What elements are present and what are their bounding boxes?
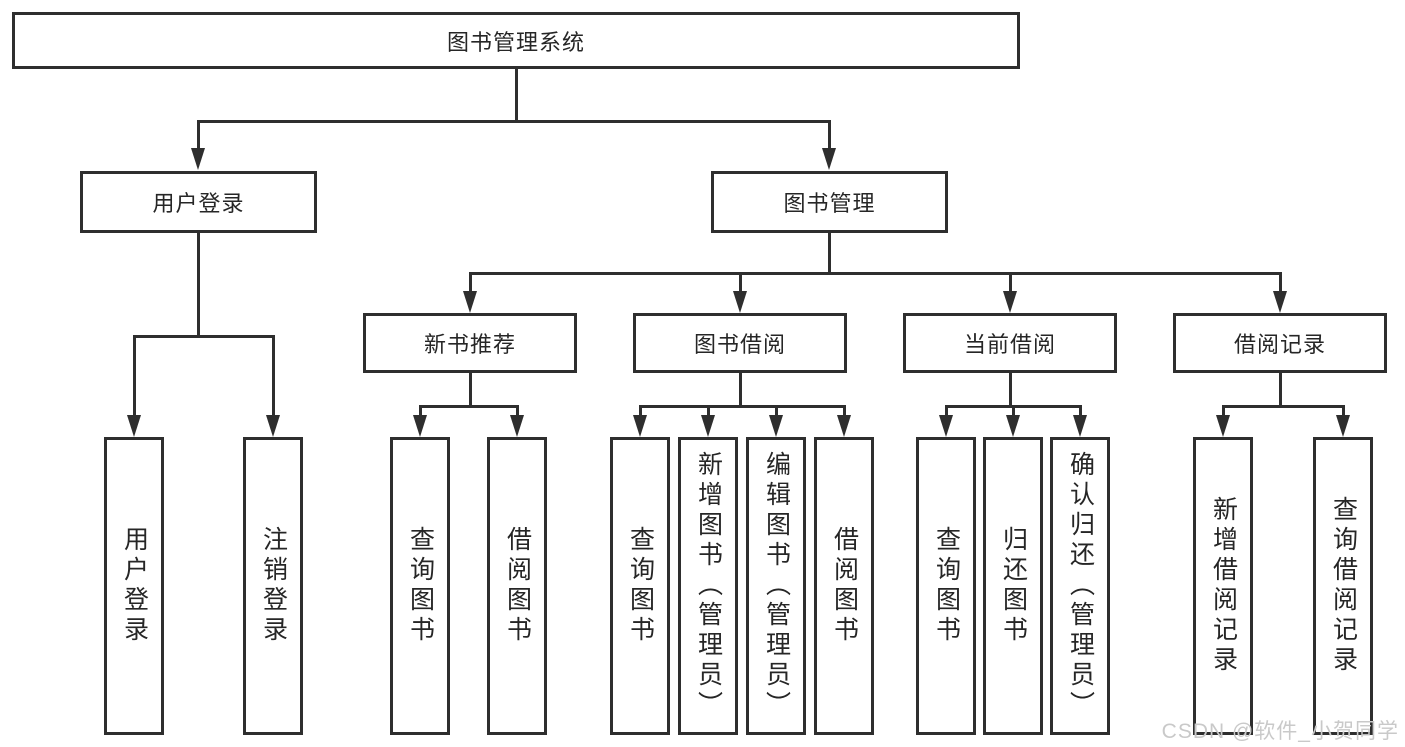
connector-line: [828, 120, 831, 150]
connector-line: [1012, 405, 1015, 417]
connector-line: [516, 405, 519, 417]
arrowhead-down: [1273, 291, 1287, 313]
node-user-login-label: 用户登录: [152, 191, 245, 216]
node-root-label: 图书管理系统: [446, 29, 585, 55]
node-borrow-records: 借阅记录: [1173, 313, 1387, 373]
connector-line: [133, 335, 136, 417]
leaf-query-books-current: 查询图书: [916, 437, 976, 735]
connector-line: [1222, 405, 1225, 417]
connector-line: [1222, 405, 1345, 408]
node-borrow-records-label: 借阅记录: [1233, 332, 1326, 357]
connector-line: [515, 68, 518, 120]
connector-line: [1279, 373, 1282, 405]
leaf-confirm-return-admin: 确认归还（管理员）: [1050, 437, 1110, 735]
arrowhead-down: [822, 148, 836, 170]
connector-line: [775, 405, 778, 417]
connector-line: [1009, 272, 1012, 293]
leaf-logout: 注销登录: [243, 437, 303, 735]
arrowhead-down: [1006, 415, 1020, 437]
connector-line: [1079, 405, 1082, 417]
connector-line: [419, 405, 519, 408]
connector-line: [133, 335, 275, 338]
leaf-borrow-books: 借阅图书: [814, 437, 874, 735]
connector-line: [739, 373, 742, 405]
node-new-book-recommend: 新书推荐: [363, 313, 577, 373]
node-book-management: 图书管理: [711, 171, 948, 233]
connector-line: [639, 405, 846, 408]
connector-line: [739, 272, 742, 293]
arrowhead-down: [1216, 415, 1230, 437]
connector-line: [707, 405, 710, 417]
arrowhead-down: [1003, 291, 1017, 313]
leaf-query-borrow-record: 查询借阅记录: [1313, 437, 1373, 735]
node-root: 图书管理系统: [12, 12, 1020, 69]
arrowhead-down: [939, 415, 953, 437]
arrowhead-down: [266, 415, 280, 437]
connector-line: [1342, 405, 1345, 417]
connector-line: [828, 233, 831, 272]
leaf-query-books-recommend: 查询图书: [390, 437, 450, 735]
arrowhead-down: [769, 415, 783, 437]
arrowhead-down: [413, 415, 427, 437]
node-current-borrow-label: 当前借阅: [963, 332, 1056, 357]
node-book-borrow-label: 图书借阅: [693, 332, 786, 357]
leaf-return-book: 归还图书: [983, 437, 1043, 735]
leaf-user-login: 用户登录: [104, 437, 164, 735]
arrowhead-down: [633, 415, 647, 437]
arrowhead-down: [701, 415, 715, 437]
node-user-login: 用户登录: [80, 171, 317, 233]
arrowhead-down: [191, 148, 205, 170]
leaf-add-book-admin: 新增图书（管理员）: [678, 437, 738, 735]
connector-line: [1009, 373, 1012, 405]
leaf-query-books-borrow: 查询图书: [610, 437, 670, 735]
connector-line: [1279, 272, 1282, 293]
leaf-borrow-books-recommend: 借阅图书: [487, 437, 547, 735]
arrowhead-down: [510, 415, 524, 437]
connector-line: [469, 373, 472, 405]
node-new-book-recommend-label: 新书推荐: [423, 332, 516, 357]
connector-line: [469, 272, 1282, 275]
connector-line: [272, 335, 275, 417]
arrowhead-down: [1336, 415, 1350, 437]
arrowhead-down: [733, 291, 747, 313]
node-current-borrow: 当前借阅: [903, 313, 1117, 373]
csdn-watermark: CSDN @软件_小贺同学: [1161, 720, 1399, 743]
connector-line: [197, 120, 200, 150]
connector-line: [419, 405, 422, 417]
leaf-add-borrow-record: 新增借阅记录: [1193, 437, 1253, 735]
arrowhead-down: [1073, 415, 1087, 437]
arrowhead-down: [127, 415, 141, 437]
node-book-borrow: 图书借阅: [633, 313, 847, 373]
connector-line: [639, 405, 642, 417]
arrowhead-down: [837, 415, 851, 437]
connector-line: [945, 405, 948, 417]
connector-line: [197, 233, 200, 335]
leaf-edit-book-admin: 编辑图书（管理员）: [746, 437, 806, 735]
connector-line: [469, 272, 472, 293]
connector-line: [843, 405, 846, 417]
node-book-management-label: 图书管理: [783, 191, 876, 216]
connector-line: [197, 120, 831, 123]
arrowhead-down: [463, 291, 477, 313]
